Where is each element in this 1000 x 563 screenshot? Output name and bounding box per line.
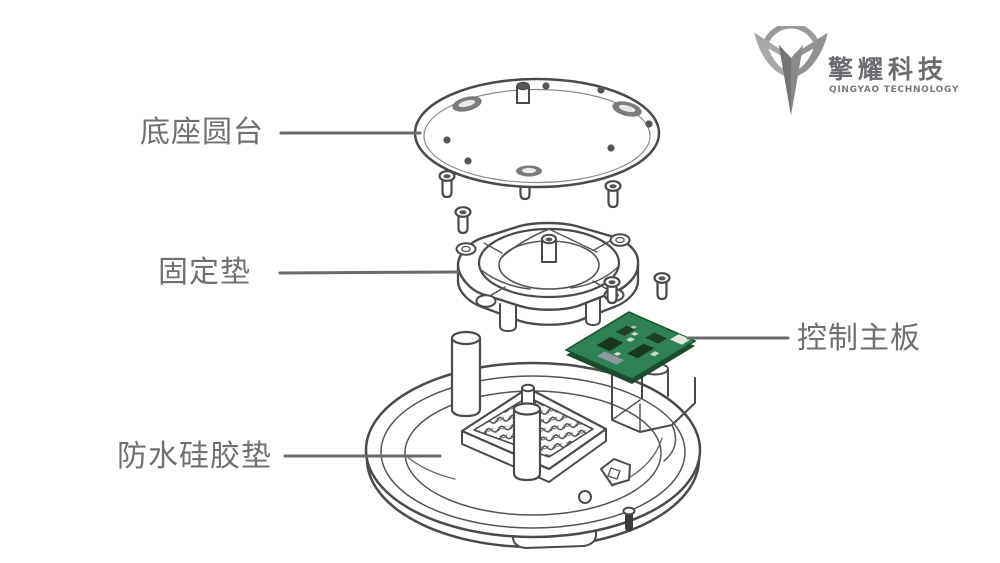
company-name-en: QINGYAO TECHNOLOGY: [829, 85, 960, 95]
part-control-board-pcb: [564, 311, 697, 384]
part-fixing-pad: [455, 221, 640, 332]
qingyao-logo-mark-icon: [754, 26, 828, 116]
part-base-plate-disc: [413, 77, 661, 189]
label-waterproof-pad: 防水硅胶垫: [117, 439, 272, 474]
company-name-zh: 擎耀科技: [828, 55, 949, 84]
label-control-board: 控制主板: [797, 321, 921, 356]
part-waterproof-silicone-base: [364, 330, 702, 549]
base-right-bracket: [578, 362, 696, 532]
label-fixing-pad: 固定垫: [158, 255, 251, 290]
company-logo: 擎耀科技 QINGYAO TECHNOLOGY: [748, 24, 960, 120]
leader-lines: [278, 131, 790, 458]
leader-line-fixing-pad: [278, 270, 460, 275]
label-base-plate: 底座圆台: [140, 115, 264, 150]
